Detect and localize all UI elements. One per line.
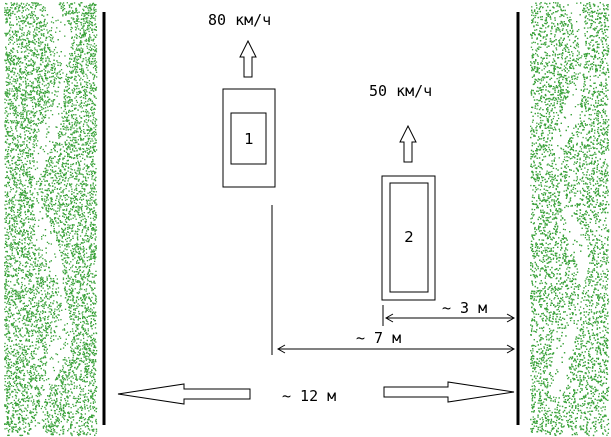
distance-car2-label: ~ 3 м — [442, 299, 487, 317]
distance-car1-label: ~ 7 м — [356, 329, 401, 347]
car-2-inner — [389, 182, 429, 293]
car-1-speed: 80 км/ч — [208, 11, 271, 29]
car-1-inner — [230, 112, 267, 165]
car-2: 2 — [381, 175, 436, 301]
dimension-car2-to-edge — [384, 313, 516, 323]
dimension-car1-to-edge — [276, 344, 516, 354]
car-2-direction-arrow — [399, 124, 417, 163]
car-1-direction-arrow — [239, 39, 257, 78]
road-width-left-arrow — [117, 383, 251, 405]
car-2-number: 2 — [404, 228, 414, 246]
road-width-label: ~ 12 м — [282, 387, 336, 405]
car-1-number: 1 — [244, 130, 254, 148]
left-roadside-vegetation — [4, 2, 98, 437]
car-2-speed: 50 км/ч — [369, 82, 432, 100]
right-roadside-vegetation — [530, 2, 610, 437]
road-width-right-arrow — [383, 381, 515, 403]
car-1: 1 — [222, 88, 276, 188]
